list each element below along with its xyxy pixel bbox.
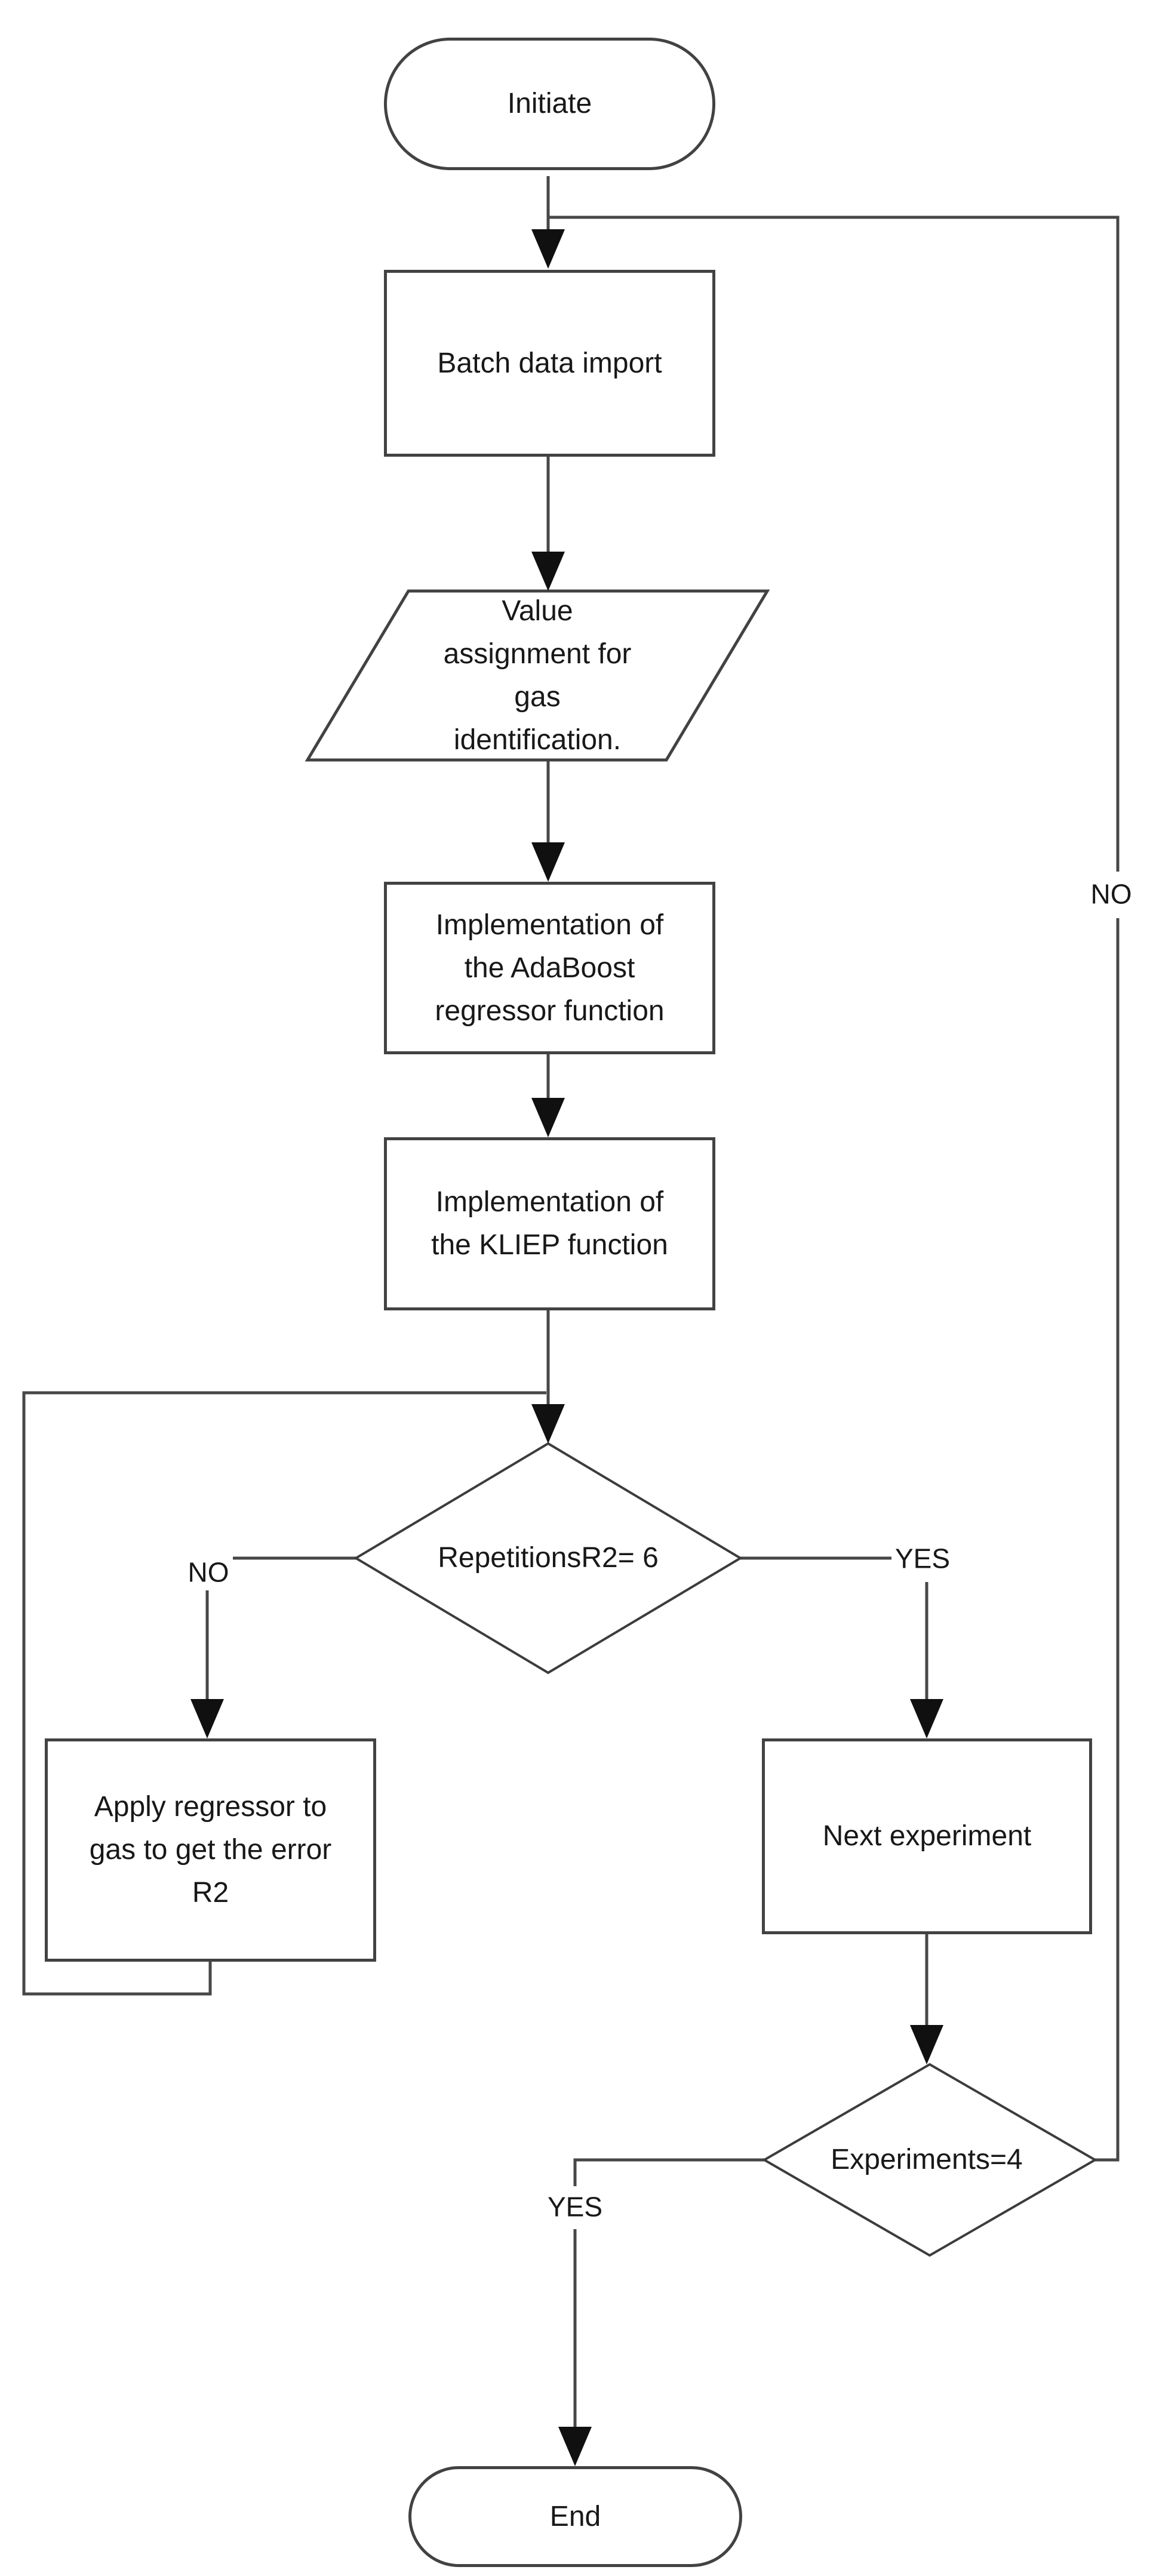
value-assignment-shape bbox=[305, 589, 770, 762]
experiments-yes-label: YES bbox=[543, 2190, 607, 2224]
apply-regressor-label: Apply regressor to gas to get the error … bbox=[89, 1791, 332, 1909]
next-experiment-label: Next experiment bbox=[822, 1820, 1032, 1852]
repetitions-decision-shape bbox=[353, 1442, 743, 1675]
edge-experiments-no-loop-upper bbox=[548, 216, 1120, 872]
arrowhead-into-experiments bbox=[910, 2025, 943, 2064]
end-node: End bbox=[408, 2466, 742, 2567]
edge-apply-loop-back bbox=[22, 1391, 546, 1996]
end-label: End bbox=[549, 2500, 601, 2532]
arrowhead-into-batch bbox=[531, 229, 565, 269]
arrowhead-into-adaboost bbox=[531, 842, 565, 882]
initiate-label: Initiate bbox=[507, 88, 592, 119]
arrowhead-into-apply bbox=[190, 1699, 224, 1738]
arrowhead-into-next bbox=[910, 1699, 943, 1738]
initiate-node: Initiate bbox=[384, 38, 715, 170]
arrowhead-into-value bbox=[531, 552, 565, 591]
repetitions-no-label: NO bbox=[184, 1556, 233, 1589]
kliep-node: Implementation of the KLIEP function bbox=[384, 1137, 715, 1310]
arrowhead-into-repetitions bbox=[531, 1404, 565, 1444]
arrowhead-into-kliep bbox=[531, 1098, 565, 1137]
apply-regressor-node: Apply regressor to gas to get the error … bbox=[45, 1738, 376, 1962]
batch-import-node: Batch data import bbox=[384, 270, 715, 457]
arrowhead-into-end bbox=[558, 2427, 592, 2466]
experiments-decision-shape bbox=[762, 2063, 1097, 2257]
batch-import-label: Batch data import bbox=[437, 347, 662, 379]
experiments-no-label: NO bbox=[1087, 878, 1136, 911]
kliep-label: Implementation of the KLIEP function bbox=[431, 1186, 668, 1261]
repetitions-yes-label: YES bbox=[891, 1542, 954, 1575]
adaboost-node: Implementation of the AdaBoost regressor… bbox=[384, 882, 715, 1054]
edge-experiments-yes-horizontal bbox=[573, 2158, 764, 2186]
edge-experiments-no-loop-lower bbox=[1095, 918, 1120, 2162]
adaboost-label: Implementation of the AdaBoost regressor… bbox=[435, 909, 665, 1027]
next-experiment-node: Next experiment bbox=[762, 1738, 1092, 1934]
